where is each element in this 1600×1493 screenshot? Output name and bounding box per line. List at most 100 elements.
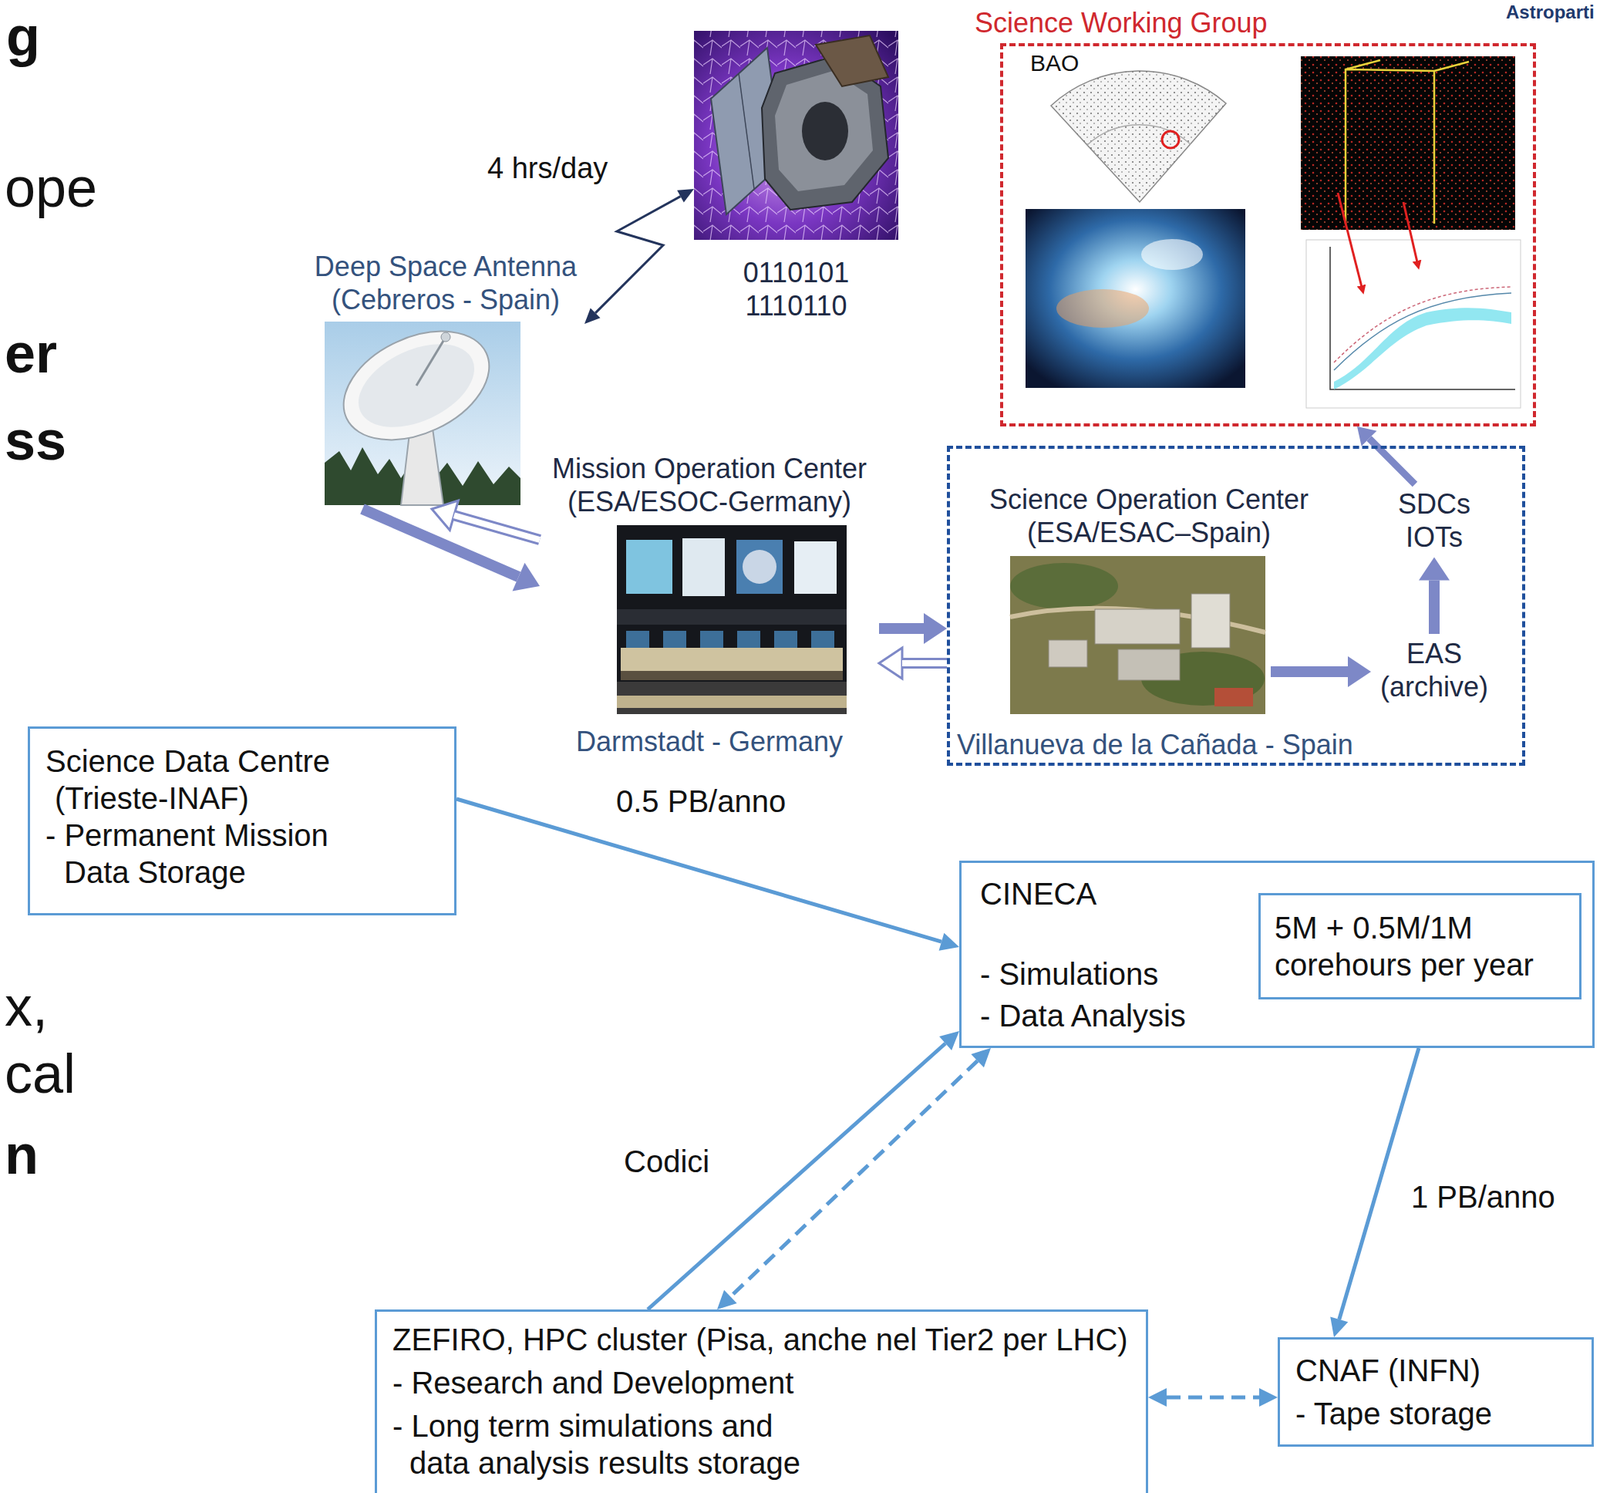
wall [616, 609, 847, 625]
console-front [620, 670, 843, 681]
distance-arc [1087, 124, 1191, 145]
monitor [774, 630, 798, 648]
node-text: Deep Space Antenna (Cebreros - Spain) [306, 249, 585, 317]
connector-group [454, 515, 540, 540]
node-text: Science Working Group [974, 6, 1268, 40]
connector-group [1434, 579, 1435, 634]
building [1094, 609, 1180, 644]
connector [1428, 579, 1440, 634]
group-box: Science Working Group [1000, 43, 1536, 427]
source-planes [1345, 60, 1469, 224]
antenna-node: Deep Space Antenna (Cebreros - Spain) [306, 249, 585, 509]
red-arrow [1403, 202, 1418, 263]
node-text: SDCs IOTs [1391, 487, 1477, 554]
cosmic-web [693, 30, 899, 240]
slide-fragment: cal [4, 1040, 76, 1107]
connector-group [595, 196, 681, 314]
building [1191, 593, 1230, 648]
satellite-node: 0110101 1110110 [693, 30, 899, 323]
connector [456, 798, 942, 942]
campus-ground [1010, 555, 1266, 715]
telescope-aperture [801, 101, 849, 161]
slide-fragment: x, [4, 973, 48, 1040]
bao-ring [1162, 131, 1179, 149]
connector [1166, 1395, 1260, 1400]
slide-fragment: ope [4, 154, 98, 221]
red-arrow [1337, 192, 1362, 287]
node-text: Villanueva de la Cañada - Spain [956, 727, 1354, 762]
process-node: SDCs IOTs [1380, 484, 1489, 557]
slide-fragment: ss [4, 407, 67, 474]
node-text: EAS (archive) [1376, 636, 1493, 704]
process-box: CINECA- Simulations- Data Analysis5M + 0… [959, 860, 1595, 1048]
connector [902, 657, 947, 669]
nebula-glow [1141, 239, 1203, 270]
monitor [811, 630, 835, 648]
node-text: Science Data Centre (Trieste-INAF) [45, 742, 432, 817]
node-text: ZEFIRO, HPC cluster (Pisa, anche nel Tie… [392, 1320, 1131, 1358]
vegetation [1010, 562, 1119, 610]
connector-group [902, 663, 947, 664]
nebula-image [1025, 208, 1246, 388]
model-curve [1333, 293, 1512, 371]
nebula-glow [1056, 289, 1149, 328]
model-curve [1333, 286, 1512, 363]
callout-label: BAO [1030, 49, 1079, 78]
node-text: Darmstadt - Germany [539, 724, 880, 758]
slide-fragment: Astroparti [1505, 1, 1595, 24]
dish-inner [345, 327, 488, 445]
node-text: - Research and Development [392, 1364, 1131, 1402]
flow-arrow [1270, 666, 1348, 678]
screen [736, 539, 783, 594]
monitor [737, 630, 761, 648]
earth-view [742, 549, 777, 584]
connector [595, 196, 681, 314]
edge-label: 1 PB/anno [1408, 1178, 1559, 1216]
screen [682, 538, 725, 597]
building [1118, 649, 1180, 681]
node-text: 0110101 1110110 [738, 256, 855, 323]
connector [1339, 1047, 1419, 1320]
sports-court [1214, 687, 1254, 707]
screen [794, 541, 837, 594]
node-text: Mission Operation Center (ESA/ESOC-Germa… [539, 451, 880, 519]
sun-shield [815, 35, 889, 87]
connector [454, 515, 540, 540]
connector [362, 508, 519, 577]
process-box: ZEFIRO, HPC cluster (Pisa, anche nel Tie… [374, 1309, 1149, 1493]
control-room [616, 525, 847, 715]
feed-support [416, 340, 444, 386]
operation-center-box: Science Operation Center (ESA/ESAC–Spain… [946, 445, 1526, 766]
console-desk [616, 695, 847, 708]
monitor [663, 630, 687, 648]
connector-group [730, 1061, 977, 1297]
control-center-node: Mission Operation Center (ESA/ESOC-Germa… [539, 451, 880, 759]
node-text: - Tape storage [1295, 1394, 1577, 1432]
process-box: CNAF (INFN) - Tape storage [1277, 1337, 1594, 1447]
connector [730, 1061, 977, 1297]
slide-fragment: n [4, 1121, 39, 1188]
edge-label: Codici [620, 1142, 713, 1180]
connector-group [879, 628, 924, 630]
monitor [700, 630, 724, 648]
connector-group [456, 798, 942, 942]
archive-node: EAS (archive) [1372, 633, 1496, 707]
floor [616, 681, 847, 715]
cosmic-background [693, 30, 899, 240]
connector-group [362, 508, 519, 577]
edge-label: 4 hrs/day [484, 151, 611, 187]
node-text: 5M + 0.5M/1M corehours per year [1274, 909, 1545, 984]
subreflector [441, 332, 451, 342]
connector [879, 623, 924, 634]
resource-box: 5M + 0.5M/1M corehours per year [1258, 892, 1582, 1000]
error-band [1333, 307, 1512, 390]
slide-fragment: er [4, 320, 58, 387]
simulation-box [1300, 56, 1516, 230]
building [1048, 640, 1088, 667]
monitor [626, 630, 650, 648]
slide-fragment: g [6, 3, 41, 70]
simulation-halos [1300, 56, 1516, 230]
node-text: CNAF (INFN) [1295, 1351, 1577, 1389]
connector-core [454, 515, 540, 540]
